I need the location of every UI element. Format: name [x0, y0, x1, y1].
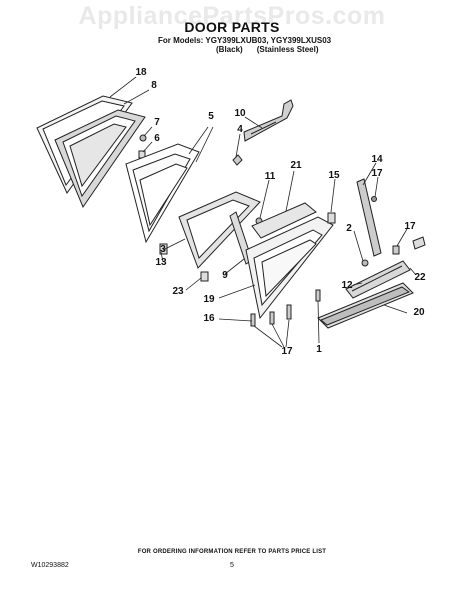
- page-title: DOOR PARTS: [184, 19, 280, 35]
- document-number: W10293882: [31, 562, 69, 569]
- callout-13: 13: [155, 257, 167, 268]
- callout-18: 18: [135, 67, 147, 78]
- inner-door-panel: [54, 109, 146, 209]
- finish-black: (Black): [216, 45, 243, 54]
- finishes-line: (Black) (Stainless Steel): [216, 45, 333, 54]
- callout-16: 16: [203, 313, 215, 324]
- callout-22: 22: [414, 272, 426, 283]
- door-glass-panes: [125, 143, 200, 244]
- outer-door-panel: [245, 216, 334, 320]
- callout-15: 15: [328, 170, 340, 181]
- callout-3: 3: [160, 244, 166, 255]
- callout-17-bottom: 17: [281, 346, 293, 357]
- callout-19: 19: [203, 294, 215, 305]
- models-line: For Models: YGY399LXUB03, YGY399LXUS03: [158, 36, 332, 45]
- oven-door-handle: [317, 282, 414, 329]
- screw-2: [361, 259, 369, 267]
- callout-21: 21: [290, 160, 302, 171]
- callout-7: 7: [154, 117, 160, 128]
- ordering-note: FOR ORDERING INFORMATION REFER TO PARTS …: [137, 549, 327, 555]
- door-screw-and-clip: [138, 134, 147, 159]
- callout-12: 12: [341, 280, 353, 291]
- callout-2: 2: [346, 223, 352, 234]
- vertical-rail: [356, 178, 382, 257]
- leader-lines: [109, 76, 417, 348]
- callout-6: 6: [154, 133, 160, 144]
- callout-4: 4: [237, 124, 243, 135]
- callout-9: 9: [222, 270, 228, 281]
- callout-23: 23: [172, 286, 184, 297]
- callout-20: 20: [413, 307, 425, 318]
- callout-5: 5: [208, 111, 214, 122]
- handle-bracket: [243, 99, 294, 142]
- callout-17-right: 17: [404, 221, 416, 232]
- hinge-pin: [232, 154, 243, 166]
- callout-1: 1: [316, 344, 322, 355]
- callout-11: 11: [264, 171, 276, 182]
- tag-22: [412, 236, 426, 250]
- fastener-upper-right: [392, 245, 400, 255]
- clip-15: [327, 212, 336, 224]
- callout-8: 8: [151, 80, 157, 91]
- door-trim: [251, 202, 317, 239]
- handle-base: [345, 260, 411, 299]
- callout-14: 14: [371, 154, 383, 165]
- page-number: 5: [230, 562, 234, 569]
- finish-stainless: (Stainless Steel): [256, 45, 319, 54]
- callout-10: 10: [234, 108, 246, 119]
- callout-17-top: 17: [371, 168, 383, 179]
- watermark: AppliancePartsPros.com: [78, 2, 386, 30]
- clips-13-23: [159, 243, 209, 282]
